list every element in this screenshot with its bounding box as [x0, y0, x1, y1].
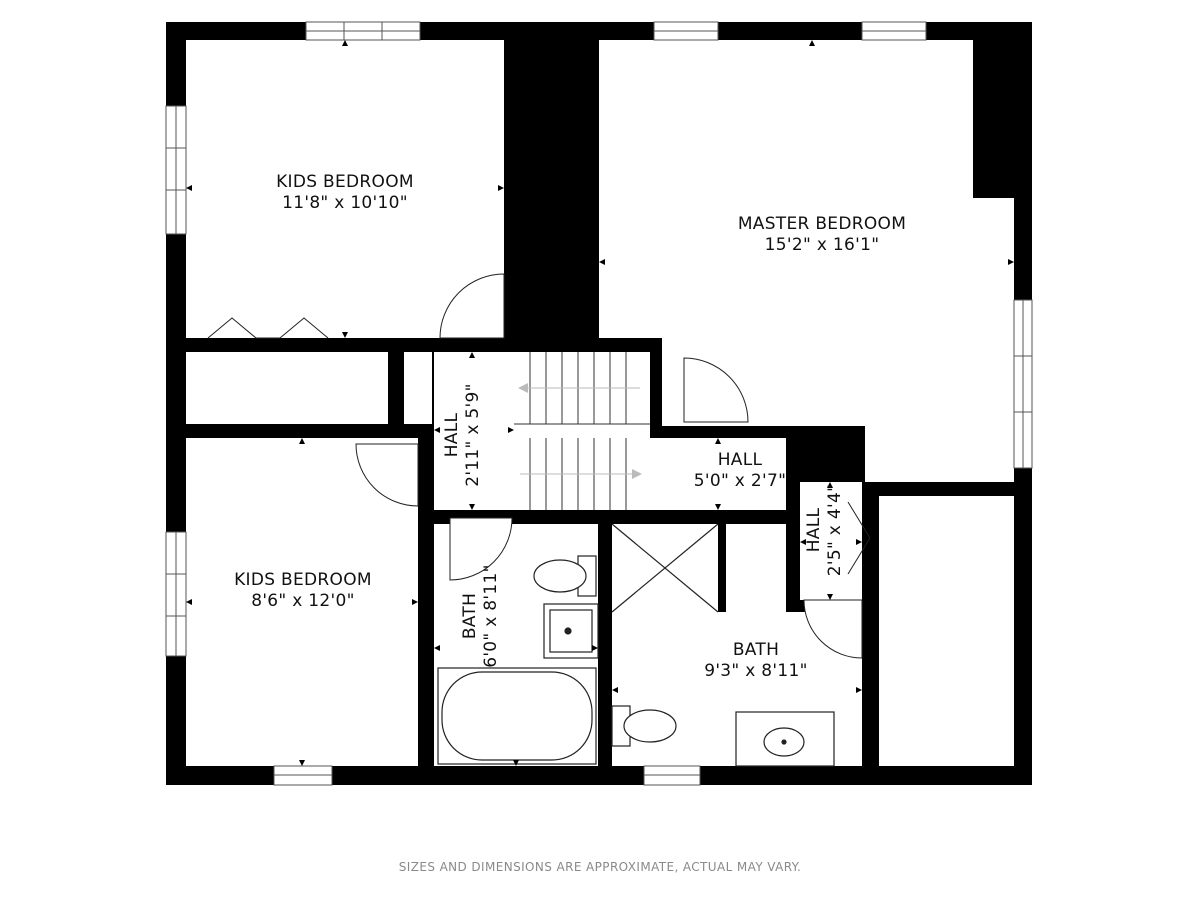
room-dimensions: 8'6" x 12'0"	[251, 591, 355, 611]
room-name: BATH	[732, 640, 780, 660]
room-name: HALL	[717, 450, 763, 470]
stairs-floor	[514, 352, 650, 510]
hall-narrow-label: HALL 2'5" x 4'4"	[804, 474, 846, 586]
closet-top-floor	[186, 352, 388, 424]
kids-bedroom-top-label: KIDS BEDROOM 11'8" x 10'10"	[232, 172, 458, 214]
dimension-ticks	[186, 40, 1014, 766]
closet-right-floor	[879, 496, 1014, 766]
room-dimensions: 9'3" x 8'11"	[704, 661, 808, 681]
room-name: KIDS BEDROOM	[234, 570, 372, 590]
hall-closet-floor	[404, 352, 432, 424]
room-name: MASTER BEDROOM	[737, 214, 907, 234]
kids-bedroom-bottom-label: KIDS BEDROOM 8'6" x 12'0"	[198, 570, 408, 612]
hall-small-label: HALL 5'0" x 2'7"	[660, 450, 820, 492]
kids-bedroom-top-floor	[186, 40, 504, 338]
master-bedroom-floor-extension	[662, 198, 1014, 482]
room-dimensions: 6'0" x 8'11"	[481, 564, 501, 668]
room-name: KIDS BEDROOM	[276, 172, 414, 192]
room-dimensions: 11'8" x 10'10"	[282, 193, 408, 213]
bath-left-label: BATH 6'0" x 8'11"	[460, 554, 502, 678]
room-name: HALL	[804, 507, 824, 553]
hall-narrow-floor	[800, 482, 862, 600]
bath-right-label: BATH 9'3" x 8'11"	[676, 640, 836, 682]
hall-vertical-label: HALL 2'11" x 5'9"	[442, 370, 484, 500]
disclaimer-text: SIZES AND DIMENSIONS ARE APPROXIMATE, AC…	[398, 860, 802, 874]
master-bedroom-label: MASTER BEDROOM 15'2" x 16'1"	[702, 214, 942, 256]
windows	[165, 21, 1033, 786]
linen-closet-floor	[726, 524, 786, 612]
room-dimensions: 5'0" x 2'7"	[693, 471, 787, 491]
room-dimensions: 2'5" x 4'4"	[825, 483, 845, 577]
hall-vertical-floor	[434, 352, 514, 510]
room-dimensions: 15'2" x 16'1"	[764, 235, 880, 255]
room-dimensions: 2'11" x 5'9"	[463, 383, 483, 487]
stairs	[514, 352, 650, 510]
fixtures	[437, 523, 835, 767]
room-name: HALL	[442, 412, 462, 458]
vanity-right	[735, 711, 835, 767]
doors	[207, 273, 871, 659]
room-name: BATH	[460, 592, 480, 640]
hall-small-floor	[650, 438, 786, 510]
